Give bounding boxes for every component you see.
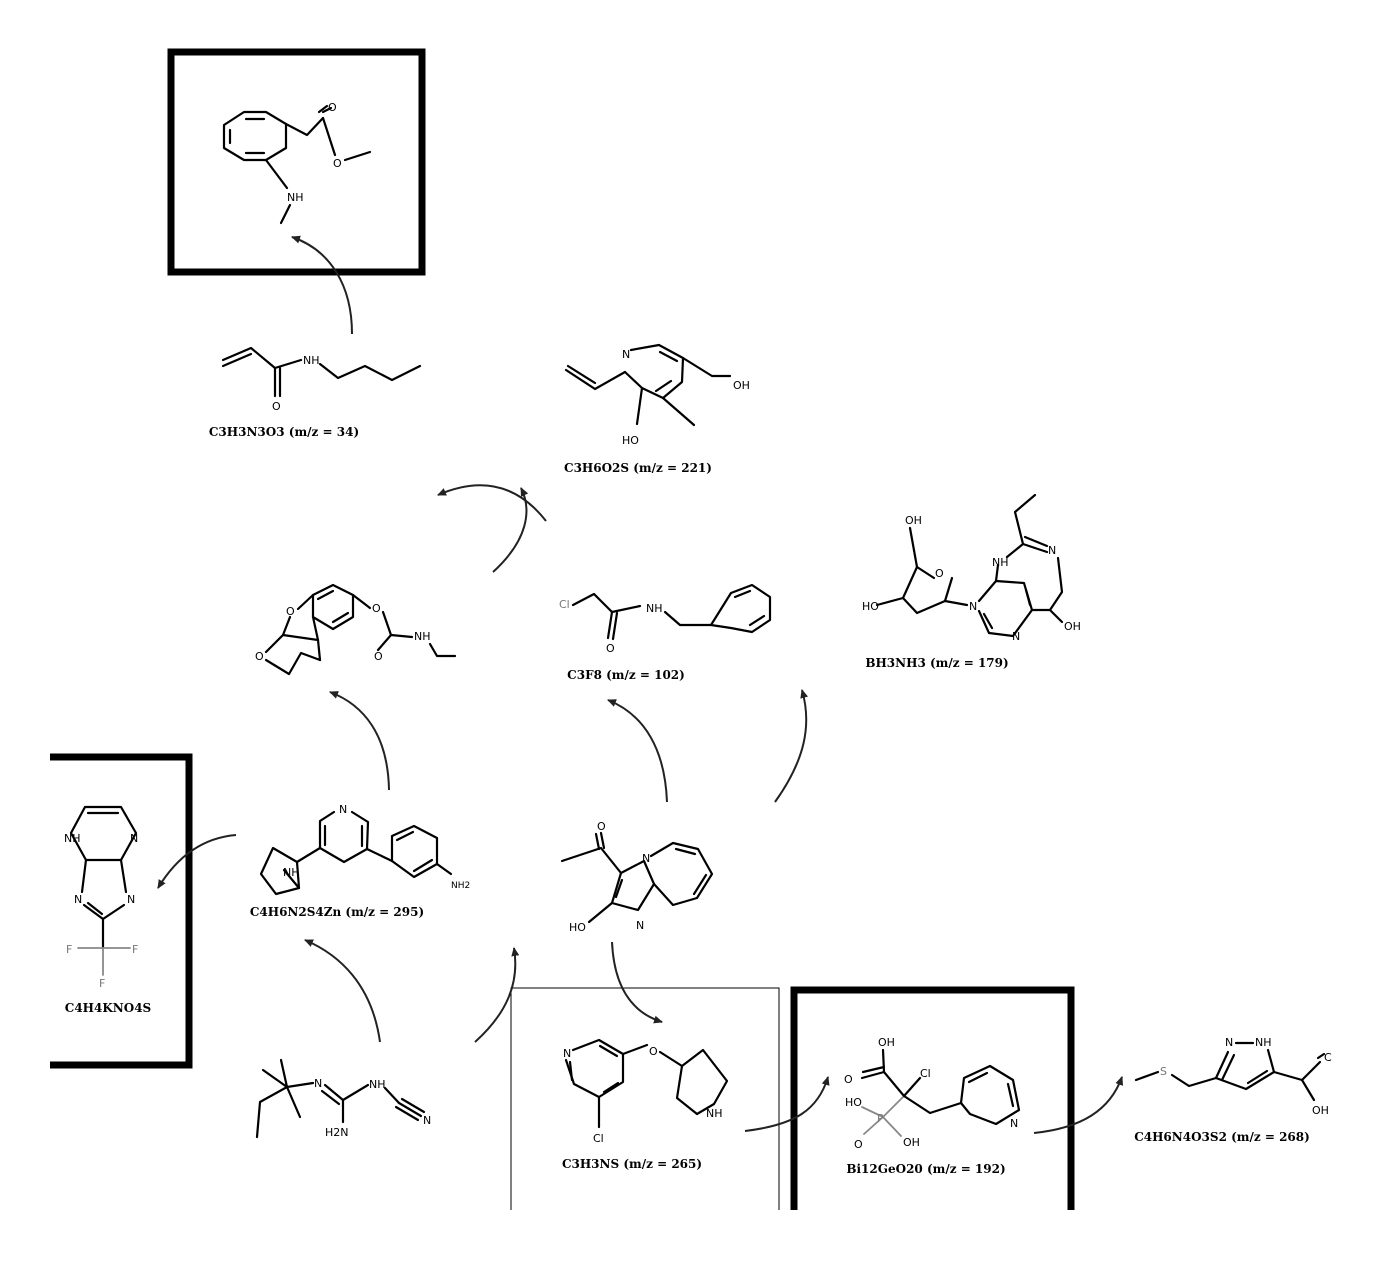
highlight-frame-bottom <box>790 986 1075 1210</box>
molecule-acetyl-imidazopyridinol: O N N HO <box>560 820 714 934</box>
atom-ho-pyridinol: HO <box>622 434 639 447</box>
atom-o-ether: O <box>649 1045 658 1058</box>
molecule-chloropyridyl-pyrrolidinyl-ether: N Cl O NH <box>563 1038 729 1145</box>
atom-ho-phosphono-1: HO <box>845 1096 862 1109</box>
highlight-frame-top <box>167 48 426 276</box>
atom-n-pyridine: N <box>622 348 630 361</box>
arrow-pyrrolidinyl-ether-to-phosphono-acid <box>744 1076 830 1132</box>
atom-nh-pyrrolidine: NH <box>706 1107 723 1120</box>
atom-oh-phosphono-2: OH <box>903 1136 920 1149</box>
atom-f-1: F <box>66 943 72 956</box>
atom-p-phosphono: P <box>877 1112 884 1125</box>
molecule-methyl-methylanthranilate: O O NH <box>222 101 372 225</box>
caption-c3h3n3o3: C3H3N3O3 (m/z = 34) <box>209 425 359 439</box>
atom-oh-nucleoside-5prime: OH <box>905 514 922 527</box>
atom-f-3: F <box>99 977 105 990</box>
atom-oh-hydroxymethyl: OH <box>733 379 750 392</box>
atom-o-carbonyl: O <box>328 101 337 114</box>
caption-c3h3ns: C3H3NS (m/z = 265) <box>562 1157 702 1171</box>
atom-o-carboxyl: O <box>844 1073 853 1086</box>
atom-nh-guanidine: NH <box>369 1078 386 1091</box>
selection-frame-thin <box>510 987 780 1210</box>
atom-nh-amide: NH <box>303 354 320 367</box>
atom-c-cut-carbonyl: C <box>1324 1051 1332 1064</box>
arrow-carbamate-to-butylacrylamide <box>437 484 547 522</box>
atom-n-imidazole-center: N <box>636 919 644 932</box>
atom-n-pyrazine: N <box>130 832 138 845</box>
atom-n-guanidine: N <box>314 1077 322 1090</box>
molecule-phosphono-pyridyl-acid: OH O Cl P HO O OH N <box>844 1036 1021 1151</box>
atom-nh-bicycle: NH <box>283 866 300 879</box>
atom-o-chloroacetamide: O <box>606 642 615 655</box>
atom-n-imidazole-3: N <box>1012 630 1020 643</box>
atom-f-2: F <box>132 943 138 956</box>
molecule-azabicyclo-pyridyl-aniline: N NH NH2 <box>259 803 470 896</box>
molecule-nucleoside: OH O HO N N NH N OH <box>862 493 1081 643</box>
atom-cl-chloroacetamide: Cl <box>559 598 570 611</box>
atom-n-pyrazole-1: N <box>1225 1036 1233 1049</box>
atom-s-thioether: S <box>1160 1065 1167 1078</box>
arrow-cyanoguanidine-to-azabicyclo <box>304 939 381 1043</box>
atom-n-imidazole-right: N <box>127 893 135 906</box>
atom-o-phosphono: O <box>854 1138 863 1151</box>
caption-c3h6o2s: C3H6O2S (m/z = 221) <box>564 461 712 475</box>
molecule-cyanoguanidine: N NH H2N N <box>255 1058 431 1139</box>
atom-n-nitrile: N <box>423 1114 431 1127</box>
atom-nh-diazepine: NH <box>992 556 1009 569</box>
atom-oh-carboxyl: OH <box>878 1036 895 1049</box>
atom-ho-center: HO <box>569 921 586 934</box>
atom-n-diazepine: N <box>1048 544 1056 557</box>
atom-oh-diazepine: OH <box>1064 620 1081 633</box>
atom-n-bridgehead: N <box>642 852 650 865</box>
atom-nh-pyrazole-2: NH <box>1255 1036 1272 1049</box>
arrow-phosphono-acid-to-pyrazole <box>1033 1076 1124 1134</box>
caption-bh3nh3: BH3NH3 (m/z = 179) <box>865 656 1008 670</box>
molecule-trifluoromethyl-imidazopyrazine: NH N N N F F F <box>64 805 138 990</box>
molecule-pyrazole-carboxylic-acid: S N NH C OH <box>1134 1036 1332 1117</box>
arrow-imidazopyridinol-to-pyrrolidinyl-ether <box>611 941 663 1024</box>
arrow-carbamate-to-pyridinol <box>492 487 529 573</box>
atom-n-chloropyridine: N <box>563 1047 571 1060</box>
atom-o-ester: O <box>333 157 342 170</box>
caption-c4h4kno4s: C4H4KNO4S <box>65 1001 151 1015</box>
atom-nh-amine: NH <box>287 191 304 204</box>
atom-nh-chloroacetamide: NH <box>646 602 663 615</box>
arrow-imidazopyridinol-to-chloroacetamide <box>607 699 668 803</box>
atom-n-imidazole-left: N <box>74 893 82 906</box>
atom-ho-ribose: HO <box>862 600 879 613</box>
atom-n-pyridyl: N <box>1010 1117 1018 1130</box>
arrow-cyanoguanidine-to-imidazopyridinol <box>474 947 520 1043</box>
arrow-azabicyclo-to-carbamate <box>329 691 390 791</box>
atom-nh-pyrazine: NH <box>64 832 81 845</box>
atom-cl-alpha: Cl <box>920 1067 931 1080</box>
molecule-vinyl-pyridinol: N HO OH <box>564 343 750 447</box>
atom-nh2-aniline: NH2 <box>451 881 470 891</box>
arrow-imidazopyridinol-to-nucleoside <box>774 689 809 803</box>
caption-bi12geo20: Bi12GeO20 (m/z = 192) <box>846 1162 1005 1176</box>
atom-o-furan-1: O <box>286 605 295 618</box>
atom-n-pyridine-center: N <box>339 803 347 816</box>
atom-o-carbamate: O <box>372 602 381 615</box>
atom-o-acetyl: O <box>597 820 606 833</box>
atom-cl-pyridine: Cl <box>593 1132 604 1145</box>
atom-n-imidazole-1: N <box>969 600 977 613</box>
atom-o-carbamate-carbonyl: O <box>374 650 383 663</box>
atom-o-amide: O <box>272 400 281 413</box>
atom-h2n-guanidine: H2N <box>325 1126 349 1139</box>
atom-oh-pyrazole-acid: OH <box>1312 1104 1329 1117</box>
caption-c4h6n2s4zn: C4H6N2S4Zn (m/z = 295) <box>250 905 424 919</box>
atom-o-ribose: O <box>935 567 944 580</box>
molecule-furobenzofuran-carbamate: O O O O NH <box>255 583 457 676</box>
molecule-butylacrylamide: O NH <box>221 346 422 413</box>
molecule-benzyl-chloroacetamide: Cl O NH <box>559 583 772 655</box>
atom-nh-carbamate: NH <box>414 630 431 643</box>
atom-o-furan-2: O <box>255 650 264 663</box>
arrow-butylacrylamide-to-anthranilate <box>291 235 353 335</box>
highlight-frame-left <box>50 753 193 1069</box>
arrow-azabicyclo-to-imidazopyrazine <box>157 834 237 889</box>
caption-c3f8: C3F8 (m/z = 102) <box>567 668 685 682</box>
caption-c4h6n4o3s2: C4H6N4O3S2 (m/z = 268) <box>1134 1130 1310 1144</box>
